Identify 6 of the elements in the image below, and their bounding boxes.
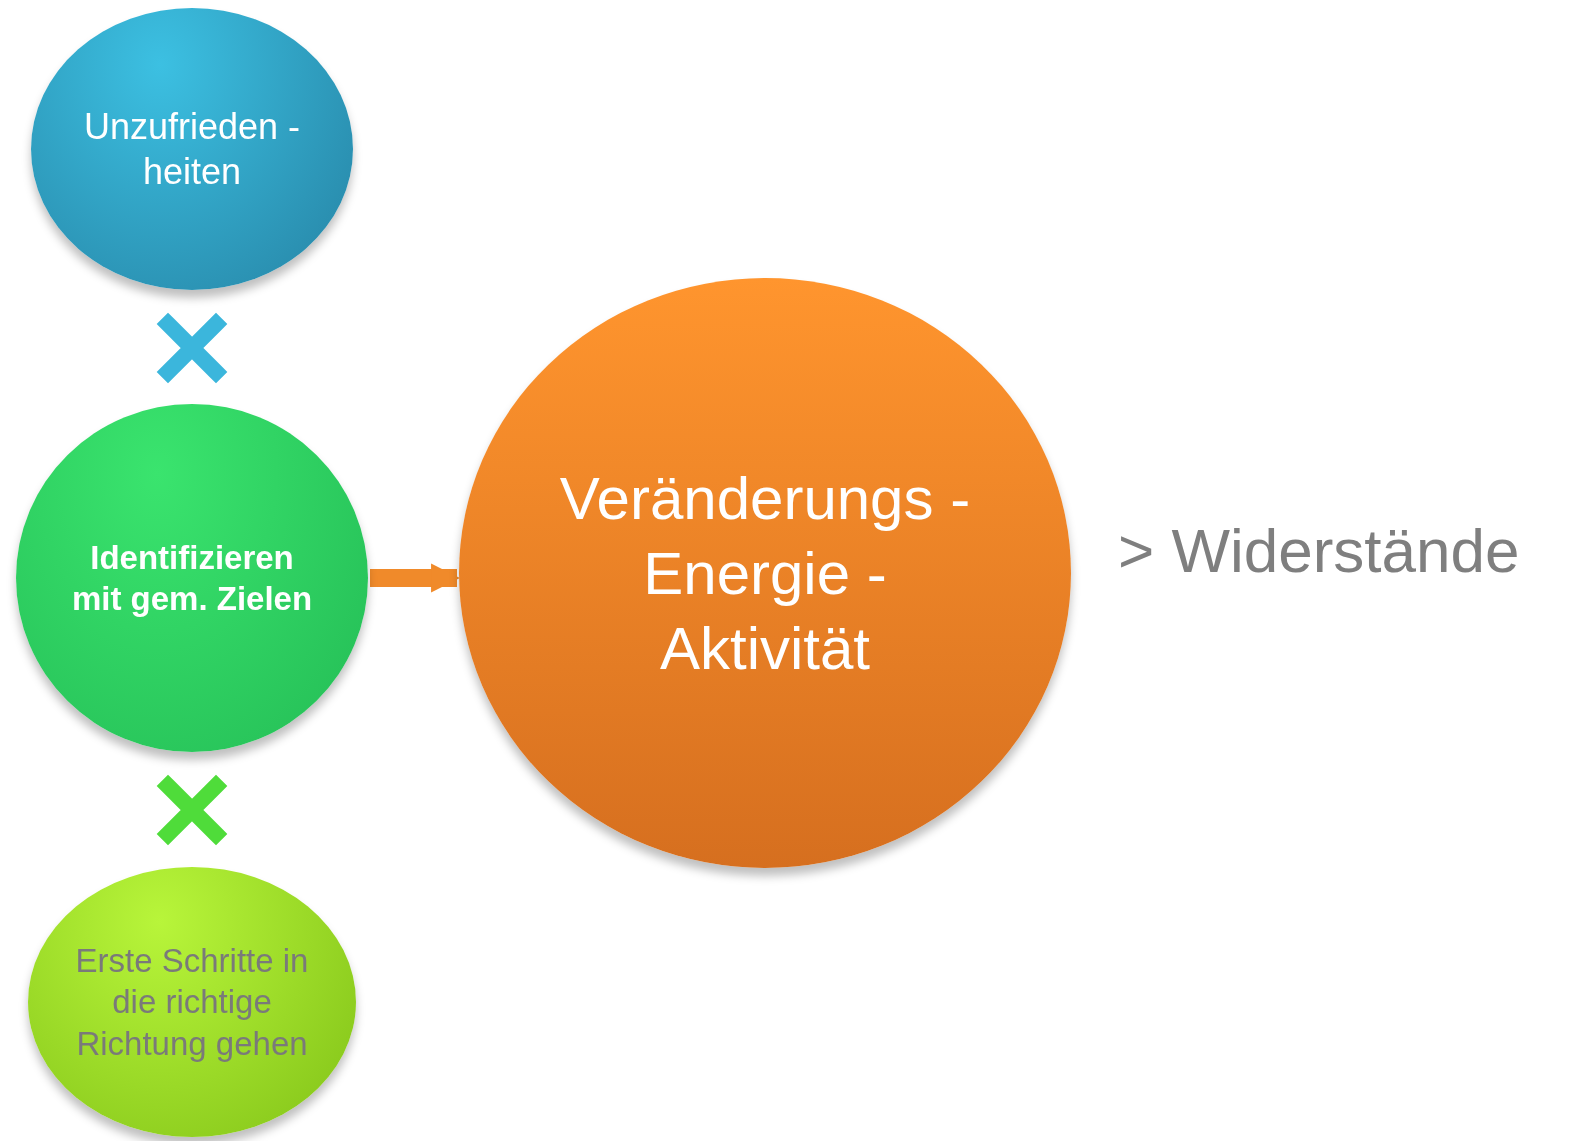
node-label: Erste Schritte in die richtige Richtung gehen xyxy=(74,941,310,1064)
arrow xyxy=(370,563,460,593)
node-label: Unzufrieden -heiten xyxy=(82,105,302,194)
node-label: Identifizieren mit gem. Zielen xyxy=(70,537,314,619)
text-label: > Widerstände xyxy=(1118,515,1520,586)
node-label: Veränderungs -Energie -Aktivität xyxy=(558,463,972,684)
